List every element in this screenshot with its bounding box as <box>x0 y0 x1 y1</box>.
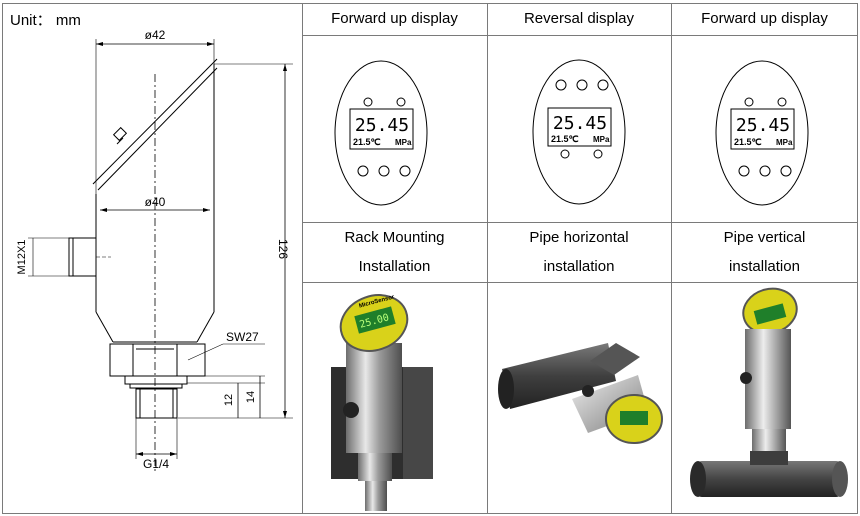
dim-height: 126 <box>276 239 290 259</box>
display-value: 25.45 <box>553 113 607 134</box>
install-horizontal-line2: installation <box>543 258 615 275</box>
grid-divider <box>302 222 858 223</box>
display-forward-up-2: 25.45 21.5℃ MPa <box>715 60 809 206</box>
install-horizontal-line1: Pipe horizontal <box>529 229 629 246</box>
table-frame <box>2 3 858 514</box>
install-rack-line1: Rack Mounting <box>344 229 445 246</box>
photo-pipe-horizontal <box>498 343 663 444</box>
install-rack-line2: Installation <box>358 258 431 275</box>
photo-rack-mounting: MicroSensor 25.00 <box>331 294 433 511</box>
dim-side-thread: M12X1 <box>16 240 28 275</box>
dim-14: 14 <box>245 391 257 403</box>
display-value: 25.45 <box>736 115 790 136</box>
dim-top-diameter: ø42 <box>145 28 166 42</box>
install-vertical-line1: Pipe vertical <box>723 229 806 246</box>
install-vertical-line2: installation <box>729 258 800 275</box>
dim-12: 12 <box>223 394 235 406</box>
unit-label: Unit： mm <box>10 12 81 29</box>
dimension-drawing: ø42 ø40 M12X1 126 SW27 12 14 G1/4 <box>16 28 293 474</box>
dim-wrench: SW27 <box>226 330 259 344</box>
dim-mid-diameter: ø40 <box>145 195 166 209</box>
display-reversal: 25.45 21.5℃ MPa <box>532 59 626 205</box>
display-value: 25.45 <box>355 115 409 136</box>
display-temp: 21.5℃ <box>353 137 381 147</box>
display-unit: MPa <box>776 138 793 147</box>
grid-divider <box>302 3 303 514</box>
photo-pipe-vertical <box>690 287 848 497</box>
display-forward-up-1: 25.45 21.5℃ MPa <box>334 60 428 206</box>
header-reversal: Reversal display <box>523 10 635 27</box>
display-temp: 21.5℃ <box>734 137 762 147</box>
grid-divider <box>487 3 488 514</box>
display-unit: MPa <box>395 138 412 147</box>
grid-divider <box>302 282 858 283</box>
grid-divider <box>671 3 672 514</box>
header-forward-up-1: Forward up display <box>331 10 458 27</box>
header-forward-up-2: Forward up display <box>701 10 828 27</box>
display-unit: MPa <box>593 135 610 144</box>
grid-divider <box>302 35 858 36</box>
dim-port: G1/4 <box>143 457 169 471</box>
display-temp: 21.5℃ <box>551 134 579 144</box>
